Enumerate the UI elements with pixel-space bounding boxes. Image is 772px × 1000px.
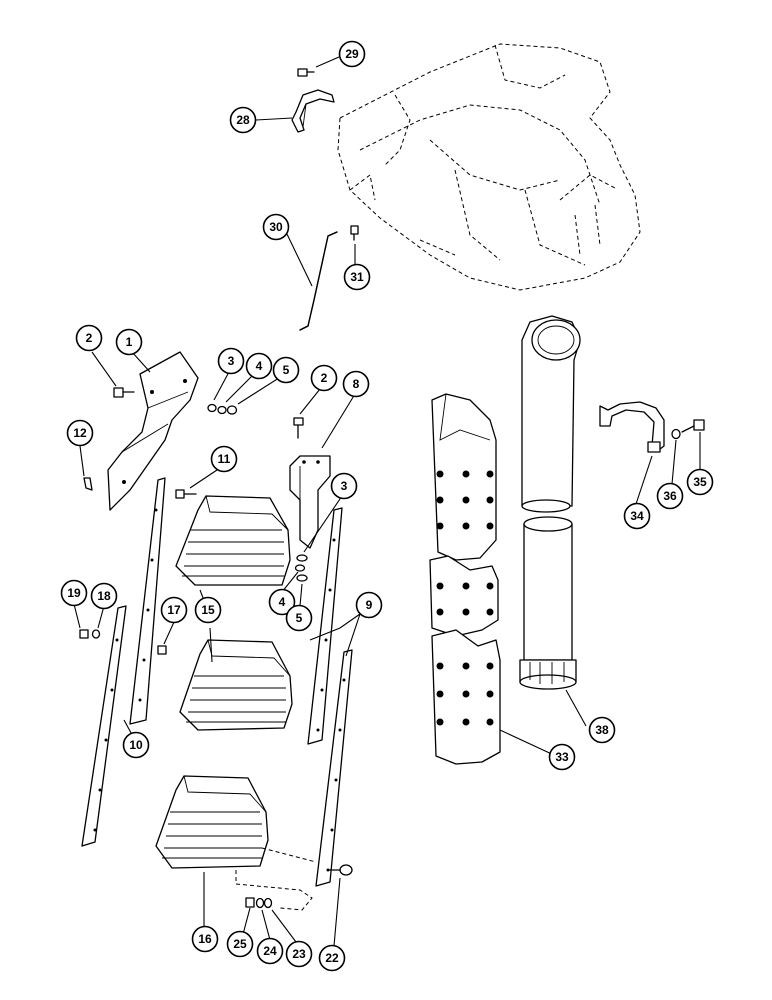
svg-text:12: 12 (73, 426, 87, 440)
callout-16: 16 (191, 925, 219, 953)
svg-text:1: 1 (126, 335, 133, 349)
svg-text:2: 2 (321, 371, 328, 385)
svg-text:4: 4 (279, 595, 286, 609)
exhaust-pipe-38 (519, 315, 581, 690)
svg-text:17: 17 (167, 603, 181, 617)
nuts-19-18 (79, 629, 101, 639)
svg-text:15: 15 (201, 603, 215, 617)
callout-18: 18 (90, 582, 118, 610)
svg-text:23: 23 (292, 947, 306, 961)
callout-17: 17 (160, 596, 188, 624)
callout-2-left: 2 (75, 324, 103, 352)
callout-4-top: 4 (245, 352, 273, 380)
bolt-35 (681, 419, 705, 433)
callout-11: 11 (210, 445, 238, 473)
svg-text:5: 5 (283, 363, 290, 377)
svg-text:22: 22 (325, 951, 339, 965)
svg-text:19: 19 (67, 586, 81, 600)
side-rail-9 (307, 507, 353, 887)
bracket-1 (107, 351, 199, 511)
callout-38: 38 (588, 716, 616, 744)
nuts-25-24-23 (245, 897, 273, 909)
callout-28: 28 (229, 106, 257, 134)
rod-30 (299, 231, 338, 331)
svg-text:3: 3 (228, 354, 235, 368)
callout-25: 25 (226, 930, 254, 958)
callout-23: 23 (285, 940, 313, 968)
exhaust-guard-33 (429, 393, 501, 765)
svg-text:10: 10 (129, 738, 143, 752)
washers-3-4-5-right (294, 554, 308, 582)
svg-text:11: 11 (218, 452, 231, 466)
svg-text:5: 5 (296, 611, 303, 625)
svg-text:16: 16 (198, 932, 212, 946)
callout-4-right: 4 (268, 588, 296, 616)
callout-9: 9 (355, 591, 383, 619)
callout-33: 33 (548, 743, 576, 771)
callout-34: 34 (623, 502, 651, 530)
svg-text:25: 25 (233, 937, 247, 951)
step-tread-16 (155, 775, 317, 911)
svg-text:9: 9 (366, 598, 373, 612)
callout-5-right: 5 (285, 604, 313, 632)
bolt-2-right (293, 417, 304, 439)
callout-5-top: 5 (272, 356, 300, 384)
clamp-34 (599, 401, 665, 453)
callout-3-top: 3 (217, 347, 245, 375)
step-tread-15-lower (179, 639, 293, 731)
callout-29: 29 (338, 40, 366, 68)
callout-30: 30 (262, 213, 290, 241)
svg-text:2: 2 (86, 331, 93, 345)
callout-35: 35 (686, 468, 714, 496)
callout-22: 22 (318, 944, 346, 972)
svg-text:3: 3 (341, 479, 348, 493)
callout-15: 15 (194, 596, 222, 624)
svg-text:33: 33 (555, 750, 569, 764)
svg-text:34: 34 (630, 509, 644, 523)
callout-8: 8 (342, 370, 370, 398)
tractor-body-outline (337, 43, 641, 291)
leader-lines (73, 56, 701, 947)
screw-31 (350, 225, 359, 241)
svg-text:31: 31 (350, 270, 364, 284)
callout-10: 10 (122, 731, 150, 759)
callout-19: 19 (60, 579, 88, 607)
svg-text:35: 35 (693, 475, 707, 489)
callout-2-right: 2 (310, 364, 338, 392)
side-rail-10 (81, 477, 166, 847)
svg-text:36: 36 (663, 489, 677, 503)
svg-text:29: 29 (345, 47, 359, 61)
screw-17 (157, 645, 167, 655)
callout-24: 24 (256, 937, 284, 965)
svg-text:8: 8 (353, 377, 360, 391)
callout-3-right: 3 (330, 472, 358, 500)
clip-12 (83, 477, 93, 491)
callout-1: 1 (115, 328, 143, 356)
svg-text:24: 24 (263, 944, 277, 958)
svg-text:28: 28 (236, 113, 250, 127)
bolt-22 (327, 864, 353, 876)
svg-text:38: 38 (595, 723, 609, 737)
svg-text:30: 30 (269, 220, 283, 234)
screw-29 (297, 68, 315, 77)
bracket-8 (289, 455, 331, 549)
callout-36: 36 (656, 482, 684, 510)
callout-12: 12 (66, 419, 94, 447)
washer-36 (671, 428, 681, 440)
bolt-2-left (113, 387, 135, 398)
bracket-28 (291, 89, 335, 133)
screw-11 (175, 489, 197, 499)
callout-31: 31 (343, 263, 371, 291)
step-tread-15-upper (175, 495, 291, 586)
washers-3-4-5-top (207, 403, 238, 415)
svg-text:4: 4 (256, 359, 263, 373)
svg-text:18: 18 (97, 589, 111, 603)
